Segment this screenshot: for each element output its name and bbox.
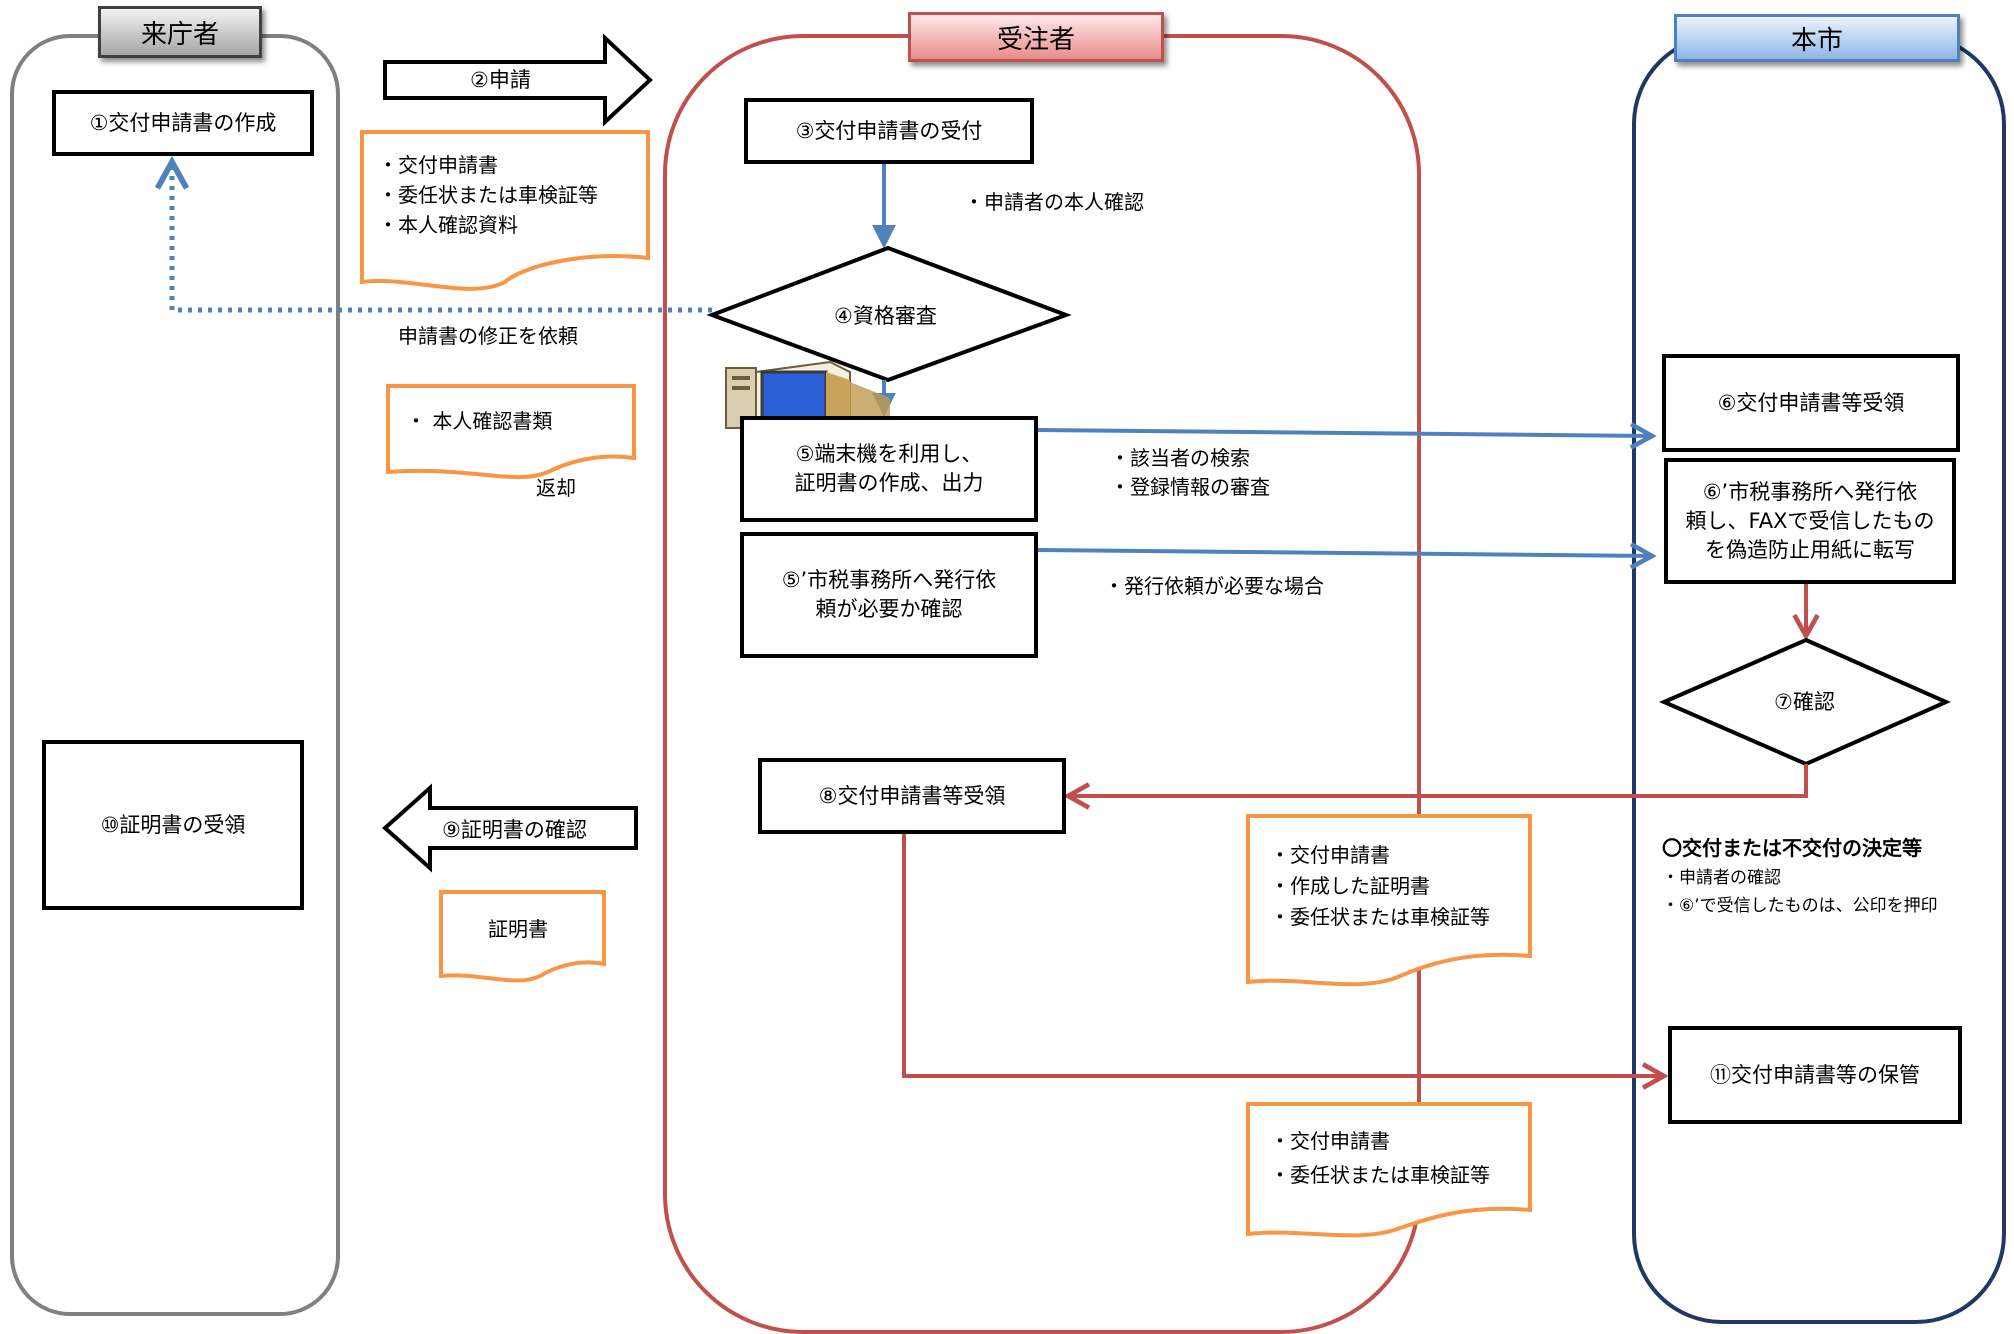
request-fix-arrow — [172, 162, 712, 313]
lane-title-visitor: 来庁者 — [98, 6, 262, 58]
step-receive-certificate: ⑩証明書の受領 — [42, 740, 304, 910]
note-issue-needed: ・発行依頼が必要な場合 — [1104, 574, 1324, 598]
step-create-application: ①交付申請書の作成 — [52, 90, 314, 156]
doc-shape-received — [1246, 814, 1532, 987]
note-decision-title: 〇交付または不交付の決定等 — [1662, 836, 1922, 860]
note-search: ・該当者の検索 ・登録情報の審査 — [1110, 446, 1270, 499]
confirm-block-arrow — [381, 783, 638, 873]
eligibility-decision — [706, 245, 1072, 383]
step-city-receive: ⑥交付申請書等受領 — [1662, 354, 1960, 452]
note-return: 返却 — [536, 476, 576, 500]
lane-title-city: 本市 — [1674, 14, 1960, 62]
doc-shape-application — [360, 130, 650, 291]
note-decision-items: ・申請者の確認 ・⑥’で受信したものは、公印を押印 — [1662, 868, 1938, 916]
step-check-tax-office: ⑤’市税事務所へ発行依 頼が必要か確認 — [740, 532, 1038, 658]
step-fax-transfer: ⑥’市税事務所へ発行依 頼し、FAXで受信したもの を偽造防止用紙に転写 — [1664, 458, 1956, 584]
doc-shape-id — [386, 384, 636, 480]
step-terminal-output: ⑤端末機を利用し、 証明書の作成、出力 — [740, 416, 1038, 522]
apply-block-arrow — [383, 33, 653, 127]
step-confirm-label: ⑦確認 — [1774, 690, 1835, 714]
doc-certificate: 証明書 — [488, 917, 548, 941]
note-identity-check: ・申請者の本人確認 — [964, 190, 1144, 214]
step-store-application: ⑪交付申請書等の保管 — [1668, 1026, 1962, 1124]
step-eligibility-label: ④資格審査 — [834, 304, 937, 328]
step-certificate-check-label: ⑨証明書の確認 — [442, 818, 587, 842]
doc-stored-docs: ・交付申請書 ・委任状または車検証等 — [1270, 1129, 1490, 1187]
step-contractor-receive: ⑧交付申請書等受領 — [758, 758, 1066, 834]
doc-application-docs: ・交付申請書 ・委任状または車検証等 ・本人確認資料 — [378, 153, 598, 237]
doc-shape-certificate — [439, 890, 606, 983]
doc-shape-stored — [1246, 1102, 1532, 1238]
step-receive-application: ③交付申請書の受付 — [744, 98, 1034, 164]
doc-id-docs: ・ 本人確認書類 — [406, 409, 553, 433]
lane-title-contractor: 受注者 — [908, 12, 1164, 62]
doc-received-docs: ・交付申請書 ・作成した証明書 ・委任状または車検証等 — [1270, 843, 1490, 929]
step-apply-label: ②申請 — [470, 68, 531, 92]
note-request-fix: 申請書の修正を依頼 — [398, 324, 578, 348]
